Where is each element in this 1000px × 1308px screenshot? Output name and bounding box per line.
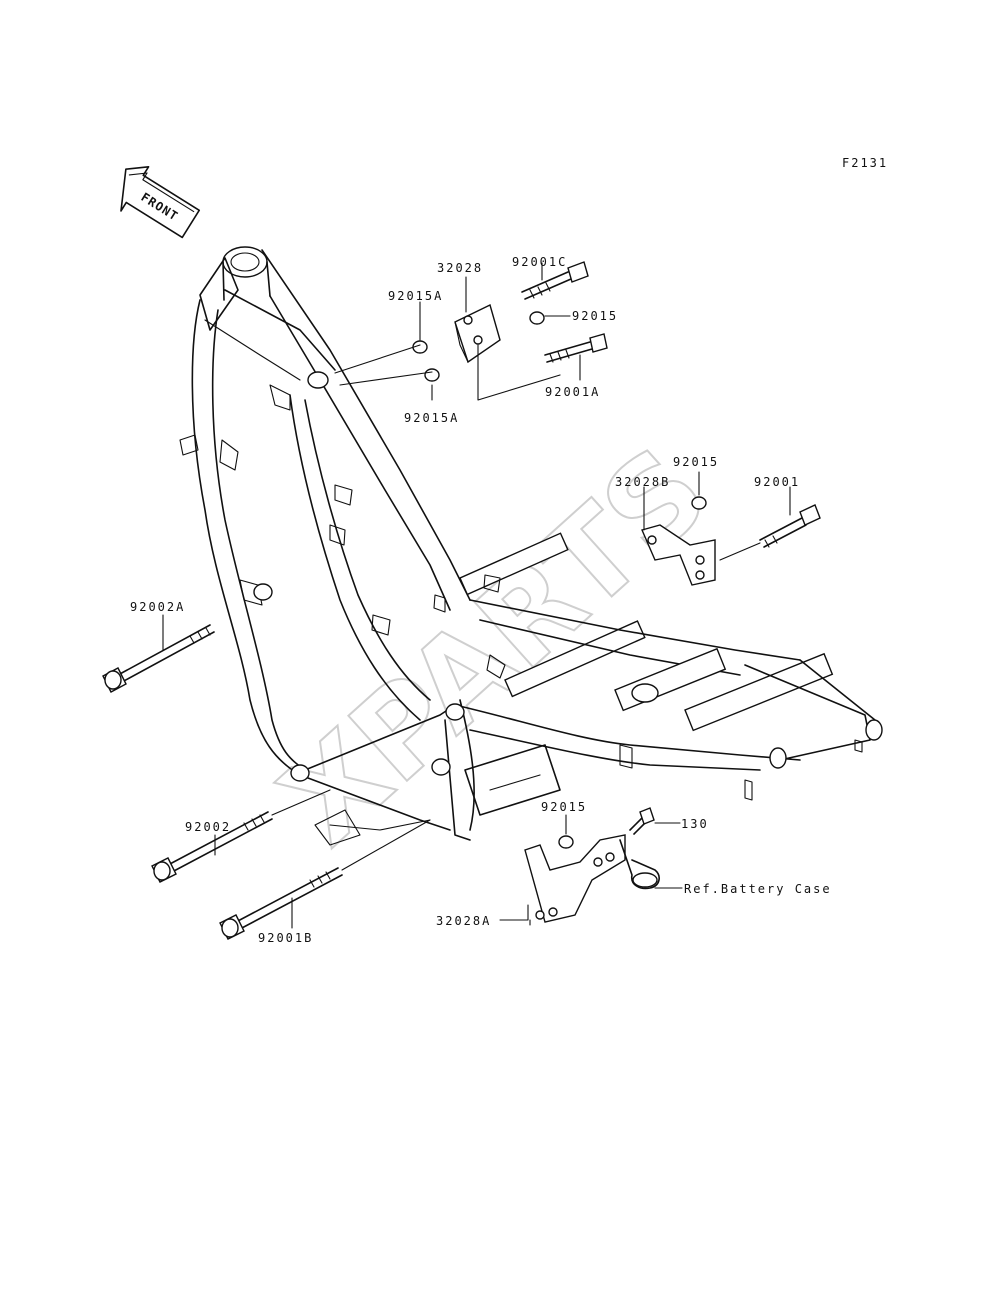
watermark-text: XPARTS <box>256 422 734 872</box>
label-92015a-top: 92015A <box>388 289 443 303</box>
label-32028a: 32028A <box>436 914 491 928</box>
label-92002: 92002 <box>185 820 231 834</box>
motorcycle-frame <box>179 246 883 846</box>
bracket-32028b-group <box>641 471 821 586</box>
label-92001b: 92001B <box>258 931 313 945</box>
bolt-92001b <box>219 819 431 940</box>
label-92002a: 92002A <box>130 600 185 614</box>
label-ref-battery-case: Ref.Battery Case <box>684 882 832 896</box>
bolt-92001c <box>521 261 589 300</box>
bracket-32028a-group <box>499 807 683 926</box>
nut-92015-low <box>558 835 574 849</box>
bracket-32028-group <box>334 261 608 401</box>
figure-code: F2131 <box>842 156 888 170</box>
screw-130 <box>629 807 655 835</box>
nut-92015-top <box>529 311 545 325</box>
nut-92015-mid <box>691 496 707 510</box>
label-92001: 92001 <box>754 475 800 489</box>
label-92001c: 92001C <box>512 255 567 269</box>
label-130: 130 <box>681 817 709 831</box>
bolt-92002 <box>151 789 331 883</box>
label-32028b: 32028B <box>615 475 670 489</box>
label-92015-mid: 92015 <box>673 455 719 469</box>
battery-case-strap <box>619 839 660 890</box>
label-92015-top: 92015 <box>572 309 618 323</box>
bolt-92001 <box>759 504 821 548</box>
bolt-92001a <box>544 333 608 363</box>
label-92015-low: 92015 <box>541 800 587 814</box>
watermark: XPARTS <box>255 421 735 873</box>
front-direction-arrow-icon: FRONT <box>120 166 201 239</box>
label-32028: 32028 <box>437 261 483 275</box>
label-92001a: 92001A <box>545 385 600 399</box>
bolt-92002a <box>102 614 215 693</box>
label-92015a-bottom: 92015A <box>404 411 459 425</box>
nut-92015a-bottom <box>424 368 440 382</box>
